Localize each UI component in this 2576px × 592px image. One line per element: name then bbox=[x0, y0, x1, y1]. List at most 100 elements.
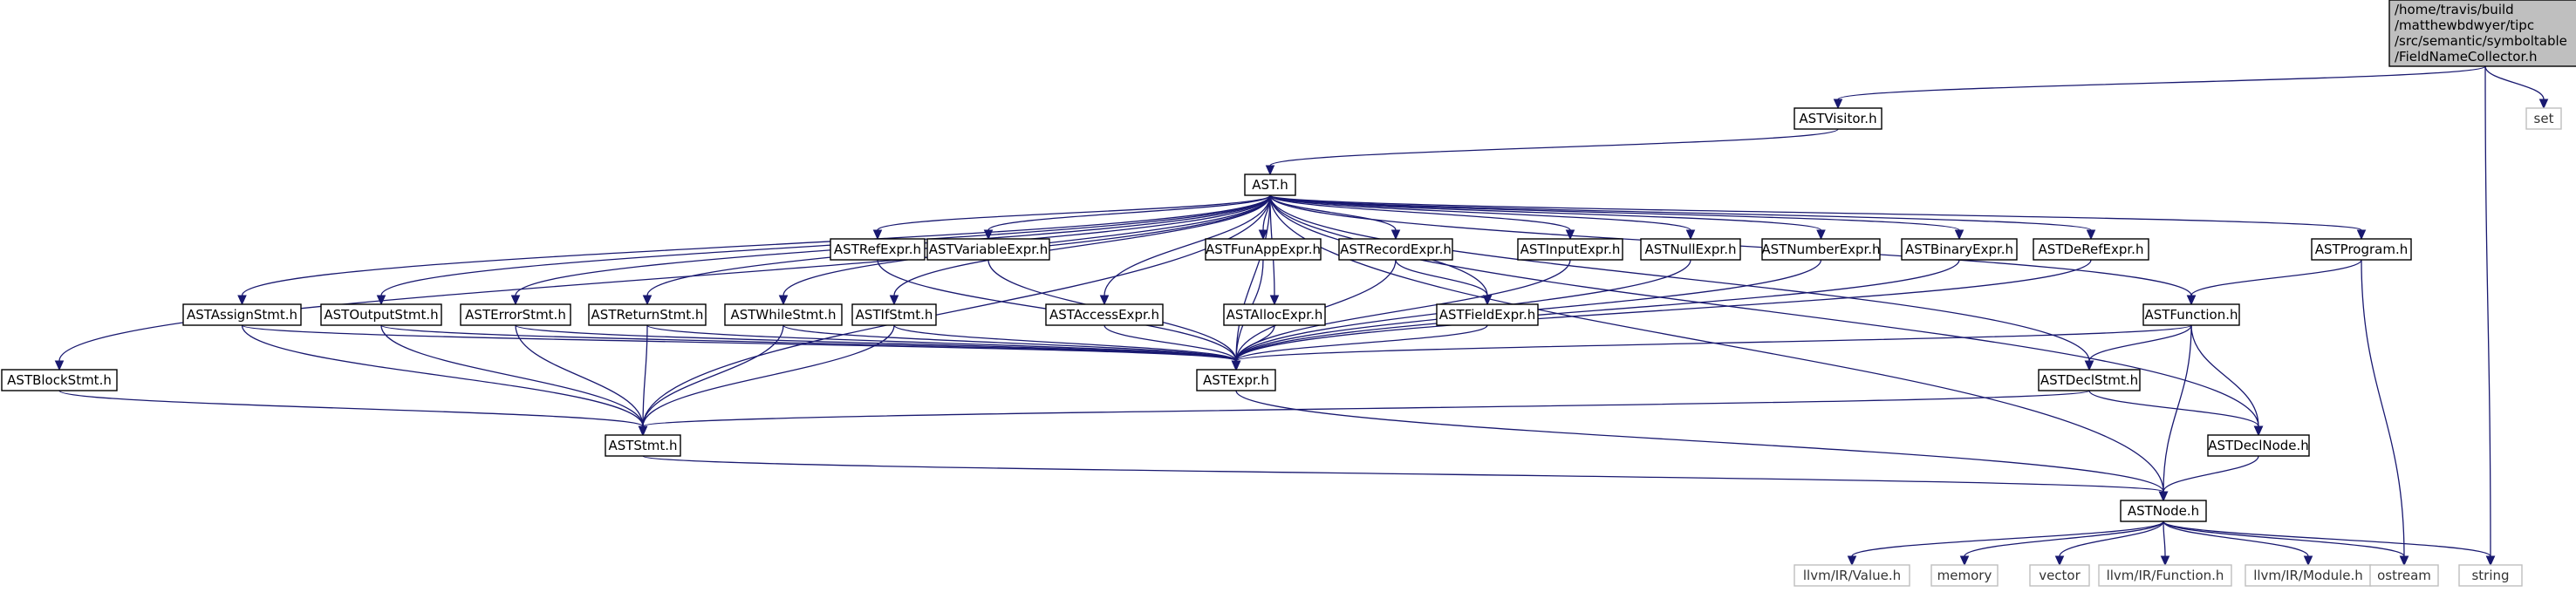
node-box bbox=[2245, 564, 2372, 587]
node-memory: memory bbox=[1930, 564, 1999, 587]
node-box bbox=[1205, 238, 1322, 261]
node-label: ASTIfStmt.h bbox=[856, 307, 933, 323]
edge-ASTNode-to-memory bbox=[1959, 521, 2164, 567]
edge-AST-to-ASTBlockStmt bbox=[54, 194, 1271, 371]
edge-line bbox=[642, 194, 1271, 427]
node-label: ASTExpr.h bbox=[1203, 372, 1269, 388]
node-ASTFieldExpr[interactable]: ASTFieldExpr.h bbox=[1436, 303, 1539, 326]
node-box bbox=[1223, 303, 1326, 326]
edge-ASTProgram-to-ASTFunction bbox=[2186, 259, 2362, 306]
node-box bbox=[1761, 238, 1881, 261]
edge-ASTNode-to-ostream bbox=[2163, 521, 2409, 567]
edge-ASTNode-to-llvmValue bbox=[1847, 521, 2164, 567]
node-ASTDeRefExpr[interactable]: ASTDeRefExpr.h bbox=[2033, 238, 2149, 261]
node-ASTVisitor[interactable]: ASTVisitor.h bbox=[1794, 107, 1882, 130]
node-ASTReturnStmt[interactable]: ASTReturnStmt.h bbox=[588, 303, 707, 326]
edge-line bbox=[2163, 521, 2491, 557]
edge-line bbox=[1269, 194, 1822, 231]
edge-line bbox=[1964, 521, 2164, 557]
node-ASTRefExpr[interactable]: ASTRefExpr.h bbox=[830, 238, 926, 261]
node-box bbox=[2207, 434, 2310, 457]
node-ASTIfStmt[interactable]: ASTIfStmt.h bbox=[851, 303, 937, 326]
arrowhead-icon bbox=[1685, 229, 1696, 241]
arrowhead-icon bbox=[2186, 295, 2197, 306]
node-label: ASTDeclStmt.h bbox=[2040, 372, 2138, 388]
node-box bbox=[588, 303, 707, 326]
edge-line bbox=[1269, 194, 2092, 231]
edge-ASTDeclStmt-to-ASTDeclNode bbox=[2088, 390, 2264, 437]
node-ASTStmt[interactable]: ASTStmt.h bbox=[605, 434, 681, 457]
node-ASTWhileStmt[interactable]: ASTWhileStmt.h bbox=[724, 303, 843, 326]
node-ASTRecordExpr[interactable]: ASTRecordExpr.h bbox=[1338, 238, 1453, 261]
edge-ASTStmt-to-ASTNode bbox=[642, 455, 2169, 502]
edge-line bbox=[1235, 324, 1488, 362]
node-box bbox=[724, 303, 843, 326]
node-label: /src/semantic/symboltable bbox=[2395, 33, 2567, 49]
arrowhead-icon bbox=[376, 295, 386, 306]
node-ASTDeclNode[interactable]: ASTDeclNode.h bbox=[2207, 434, 2310, 457]
arrowhead-icon bbox=[1269, 295, 1280, 306]
edge-AST-to-ASTBinaryExpr bbox=[1269, 194, 1964, 241]
node-ASTFunction[interactable]: ASTFunction.h bbox=[2142, 303, 2240, 326]
node-root[interactable]: /home/travis/build/matthewbdwyer/tipc/sr… bbox=[2388, 0, 2576, 67]
node-ASTBinaryExpr[interactable]: ASTBinaryExpr.h bbox=[1901, 238, 2018, 261]
node-ASTVariableExpr[interactable]: ASTVariableExpr.h bbox=[926, 238, 1050, 261]
node-box bbox=[2120, 500, 2207, 522]
node-ASTErrorStmt[interactable]: ASTErrorStmt.h bbox=[460, 303, 571, 326]
node-ASTNullExpr[interactable]: ASTNullExpr.h bbox=[1640, 238, 1741, 261]
edge-AST-to-ASTDeclNode bbox=[1269, 194, 2264, 437]
arrowhead-icon bbox=[2253, 425, 2264, 437]
node-ASTAssignStmt[interactable]: ASTAssignStmt.h bbox=[182, 303, 302, 326]
edge-line bbox=[380, 194, 1271, 296]
node-ASTBlockStmt[interactable]: ASTBlockStmt.h bbox=[1, 369, 118, 391]
edge-AST-to-ASTDeRefExpr bbox=[1269, 194, 2096, 241]
edge-line bbox=[1269, 194, 2362, 231]
arrowhead-icon bbox=[2158, 491, 2169, 502]
edge-line bbox=[1269, 194, 2090, 362]
edge-line bbox=[1851, 521, 2164, 557]
node-label: llvm/IR/Function.h bbox=[2107, 568, 2224, 583]
edge-root-to-set bbox=[2484, 65, 2549, 110]
arrowhead-icon bbox=[1959, 555, 1970, 567]
edge-AST-to-ASTRecordExpr bbox=[1269, 194, 1401, 241]
node-box bbox=[2142, 303, 2240, 326]
arrowhead-icon bbox=[2160, 555, 2170, 567]
node-label: AST.h bbox=[1252, 177, 1288, 193]
arrowhead-icon bbox=[778, 295, 789, 306]
arrowhead-icon bbox=[237, 295, 247, 306]
edge-AST-to-ASTNullExpr bbox=[1269, 194, 1696, 241]
node-box bbox=[2311, 238, 2412, 261]
node-box bbox=[926, 238, 1050, 261]
node-ASTInputExpr[interactable]: ASTInputExpr.h bbox=[1517, 238, 1623, 261]
node-box bbox=[1, 369, 118, 391]
node-ASTAllocExpr[interactable]: ASTAllocExpr.h bbox=[1223, 303, 1326, 326]
node-set: set bbox=[2525, 107, 2562, 130]
edge-line bbox=[877, 194, 1271, 231]
node-label: ASTInputExpr.h bbox=[1520, 242, 1621, 257]
node-llvmModule: llvm/IR/Module.h bbox=[2245, 564, 2372, 587]
node-ASTAccessExpr[interactable]: ASTAccessExpr.h bbox=[1045, 303, 1164, 326]
node-ASTExpr[interactable]: ASTExpr.h bbox=[1196, 369, 1276, 391]
edge-line bbox=[515, 324, 644, 427]
edge-line bbox=[2190, 324, 2259, 427]
node-ASTFunAppExpr[interactable]: ASTFunAppExpr.h bbox=[1205, 238, 1322, 261]
arrowhead-icon bbox=[642, 295, 653, 306]
edge-ASTAccessExpr-to-ASTExpr bbox=[1104, 324, 1241, 371]
edge-line bbox=[380, 324, 1237, 362]
node-label: memory bbox=[1937, 568, 1992, 583]
node-label: ASTVisitor.h bbox=[1799, 111, 1876, 126]
arrowhead-icon bbox=[2303, 555, 2313, 567]
edge-line bbox=[2163, 521, 2405, 557]
arrowhead-icon bbox=[2356, 229, 2367, 241]
edge-line bbox=[2190, 259, 2362, 296]
node-AST[interactable]: AST.h bbox=[1244, 174, 1296, 196]
node-ASTOutputStmt[interactable]: ASTOutputStmt.h bbox=[320, 303, 442, 326]
edge-line bbox=[2088, 324, 2192, 362]
node-ASTNumberExpr[interactable]: ASTNumberExpr.h bbox=[1761, 238, 1881, 261]
node-ASTDeclStmt[interactable]: ASTDeclStmt.h bbox=[2038, 369, 2141, 391]
edge-line bbox=[58, 390, 644, 427]
node-ASTProgram[interactable]: ASTProgram.h bbox=[2311, 238, 2412, 261]
edge-root-to-ASTVisitor bbox=[1833, 65, 2486, 110]
node-ASTNode[interactable]: ASTNode.h bbox=[2120, 500, 2207, 522]
